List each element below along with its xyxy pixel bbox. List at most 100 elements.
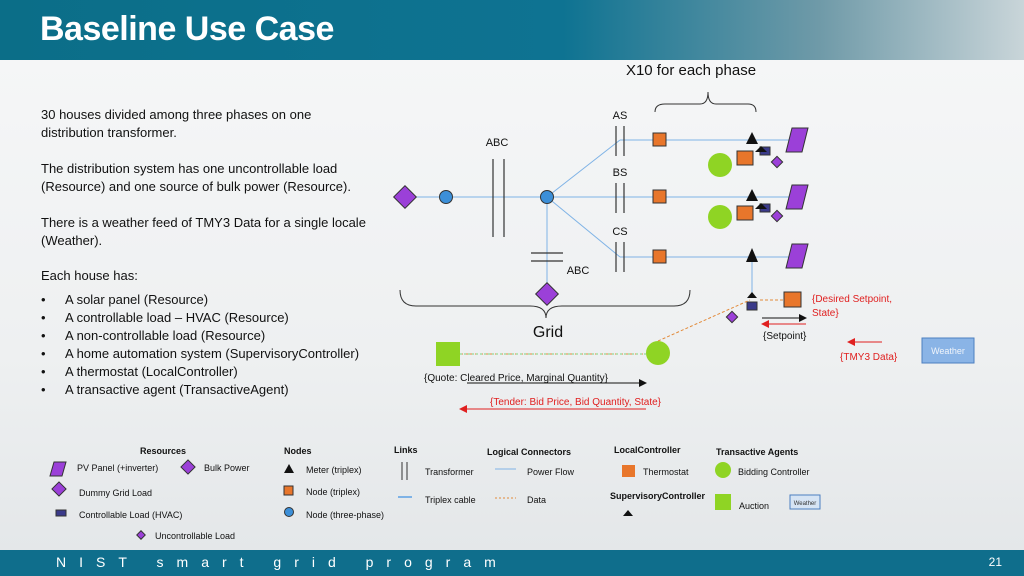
list-item: A transactive agent (TransactiveAgent) <box>41 381 359 399</box>
x10-label: X10 for each phase <box>626 62 756 79</box>
thermostat-icon <box>622 465 635 477</box>
abc-bottom-label: ABC <box>567 265 590 277</box>
list-item: A non-controllable load (Resource) <box>41 327 359 345</box>
legend-bulk-power: Bulk Power <box>204 463 250 473</box>
grid-label: Grid <box>533 324 563 341</box>
hvac-load-icon <box>55 509 67 517</box>
bidding-controller-icon <box>646 341 670 365</box>
legend: Resources Nodes Links Logical Connectors… <box>49 445 821 541</box>
uncontrollable-load-icon <box>770 209 784 223</box>
supervisory-controller-icon <box>755 146 767 152</box>
pv-panel-icon <box>785 243 809 269</box>
grid-brace <box>399 289 691 319</box>
phase-cs-label: CS <box>612 226 627 238</box>
legend-weather: Weather <box>794 501 817 507</box>
weather-legend-box <box>789 494 821 510</box>
legend-transformer: Transformer <box>425 467 474 477</box>
footer-bar: NIST smart grid program 21 <box>0 550 1024 576</box>
weather-feed-box <box>921 337 975 364</box>
each-house-heading: Each house has: <box>41 268 138 283</box>
transformer-bs <box>615 183 625 213</box>
thermostat-icon <box>783 291 802 308</box>
uncontrollable-load-icon <box>725 310 739 324</box>
legend-data: Data <box>527 495 546 505</box>
legend-supervisory-header: SupervisoryController <box>610 491 706 501</box>
thermostat-icon <box>736 205 754 221</box>
three-phase-node-icon <box>540 190 554 204</box>
triplex-node-icon <box>652 132 667 147</box>
three-phase-node-icon <box>284 507 294 517</box>
transformer-main <box>492 159 505 237</box>
meter-icon <box>284 464 294 473</box>
x10-brace <box>654 91 757 113</box>
phase-bs-label: BS <box>613 167 628 179</box>
pv-panel-icon <box>785 184 809 210</box>
list-item: A thermostat (LocalController) <box>41 363 359 381</box>
legend-auction: Auction <box>739 501 769 511</box>
legend-thermostat: Thermostat <box>643 467 689 477</box>
footer-program: NIST smart grid program <box>56 554 509 570</box>
meter-icon <box>746 189 758 201</box>
bidding-controller-icon <box>715 462 731 478</box>
page-number: 21 <box>988 555 1002 569</box>
auction-icon <box>436 342 460 366</box>
description-para-3: There is a weather feed of TMY3 Data for… <box>41 215 366 248</box>
legend-dummy-grid-load: Dummy Grid Load <box>79 488 152 498</box>
dummy-grid-load-icon <box>534 281 560 307</box>
supervisory-controller-icon <box>623 510 633 516</box>
page-title: Baseline Use Case <box>40 10 334 48</box>
tmy3-label: {TMY3 Data} <box>840 352 898 363</box>
legend-resources-header: Resources <box>140 446 186 456</box>
legend-localcontroller-header: LocalController <box>614 445 681 455</box>
auction-icon <box>715 494 731 510</box>
pv-panel-icon <box>49 461 67 477</box>
supervisory-controller-icon <box>747 292 757 298</box>
state-label: State} <box>812 308 839 319</box>
house-feature-list: A solar panel (Resource) A controllable … <box>41 291 359 399</box>
header-bar <box>0 0 1024 60</box>
quote-label: {Quote: Cleared Price, Marginal Quantity… <box>424 373 609 384</box>
tender-label: {Tender: Bid Price, Bid Quantity, State} <box>490 397 662 408</box>
legend-node-triplex: Node (triplex) <box>306 487 360 497</box>
legend-logical-header: Logical Connectors <box>487 447 571 457</box>
legend-power-flow: Power Flow <box>527 467 575 477</box>
triplex-node-icon <box>652 249 667 264</box>
data-lines <box>460 299 784 355</box>
hvac-load-icon <box>746 301 758 311</box>
meter-icon <box>746 248 758 262</box>
transformer-abc-bottom <box>531 252 563 262</box>
description-para-2: The distribution system has one uncontro… <box>41 161 351 194</box>
dummy-grid-load-icon <box>51 481 67 497</box>
power-flow-lines <box>405 139 797 298</box>
legend-links-header: Links <box>394 445 418 455</box>
triplex-node-icon <box>283 485 294 496</box>
uncontrollable-load-icon <box>136 530 146 540</box>
desired-setpoint-label: {Desired Setpoint, <box>812 294 892 305</box>
uncontrollable-load-icon <box>770 155 784 169</box>
weather-label: Weather <box>931 346 965 356</box>
list-item: A home automation system (SupervisoryCon… <box>41 345 359 363</box>
legend-controllable-load: Controllable Load (HVAC) <box>79 510 182 520</box>
legend-bidding-controller: Bidding Controller <box>738 467 810 477</box>
thermostat-icon <box>736 150 754 166</box>
list-item: A solar panel (Resource) <box>41 291 359 309</box>
bulk-power-icon <box>180 459 196 475</box>
transformer-cs <box>615 242 625 272</box>
bulk-power-icon <box>392 184 418 210</box>
three-phase-node-icon <box>439 190 453 204</box>
bidding-controller-icon <box>708 153 732 177</box>
setpoint-label: {Setpoint} <box>763 331 807 342</box>
triplex-node-icon <box>652 189 667 204</box>
list-item: A controllable load – HVAC (Resource) <box>41 309 359 327</box>
meter-icon <box>746 132 758 144</box>
bidding-controller-icon <box>708 205 732 229</box>
legend-transactive-header: Transactive Agents <box>716 447 798 457</box>
supervisory-controller-icon <box>755 203 767 209</box>
legend-nodes-header: Nodes <box>284 446 312 456</box>
legend-node-three-phase: Node (three-phase) <box>306 510 384 520</box>
legend-uncontrollable-load: Uncontrollable Load <box>155 531 235 541</box>
phase-as-label: AS <box>613 110 628 122</box>
pv-panel-icon <box>785 127 809 153</box>
description-para-1: 30 houses divided among three phases on … <box>41 107 312 140</box>
